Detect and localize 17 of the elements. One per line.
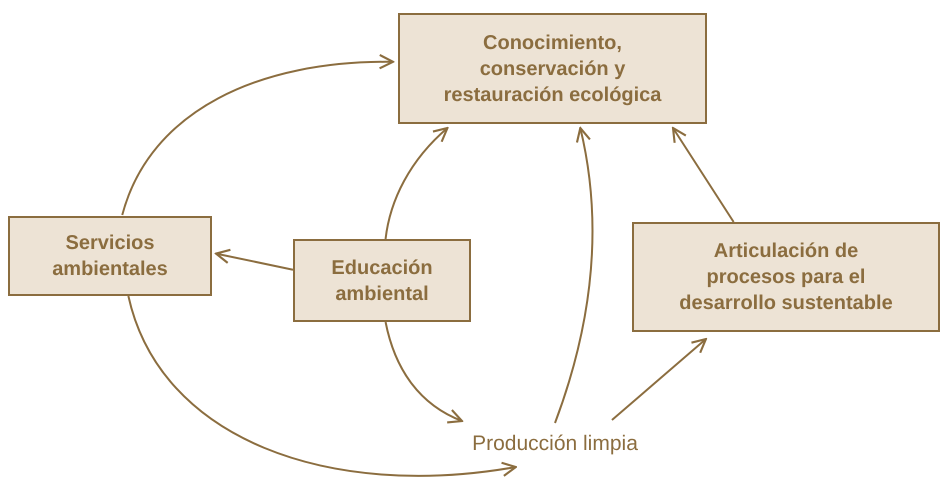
- box-label: Conocimiento, conservación y restauración ecológica: [442, 30, 662, 108]
- arrow: [672, 126, 734, 223]
- arrow: [127, 296, 517, 477]
- node-label: Producción limpia: [472, 431, 638, 458]
- arrow: [554, 126, 594, 424]
- process-box: [8, 216, 212, 296]
- process-box: [398, 13, 707, 124]
- arrow: [121, 54, 394, 216]
- process-box: [632, 222, 940, 332]
- arrow: [611, 338, 707, 421]
- process-box: [293, 239, 471, 322]
- arrow: [384, 126, 448, 240]
- box-label: Servicios ambientales: [51, 231, 169, 282]
- box-label: Articulación de procesos para el desarrollo sustentable: [678, 239, 894, 316]
- arrow: [384, 322, 464, 423]
- arrow: [214, 248, 294, 271]
- box-label: Educación ambiental: [330, 256, 434, 306]
